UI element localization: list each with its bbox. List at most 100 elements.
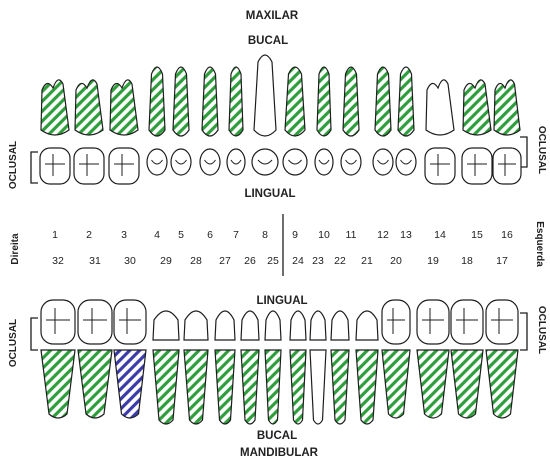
lower-tooth-number: 31	[89, 255, 101, 267]
lower-tooth-number: 19	[427, 255, 439, 267]
lower-tooth-27-bucal	[215, 350, 235, 424]
upper-lingual-label: LINGUAL	[244, 188, 295, 200]
upper-tooth-6[interactable]	[200, 67, 220, 175]
upper-tooth-number: 11	[346, 229, 357, 241]
upper-tooth-9-occlusal	[283, 149, 307, 175]
upper-tooth-number: 5	[178, 229, 184, 241]
lower-tooth-number: 21	[361, 255, 373, 267]
upper-tooth-5-bucal	[173, 67, 189, 136]
lower-tooth-21[interactable]	[356, 311, 378, 424]
lower-tooth-31-occlusal	[78, 300, 112, 344]
lower-tooth-18[interactable]	[451, 300, 483, 418]
lower-tooth-28-bucal	[184, 350, 208, 424]
upper-tooth-3[interactable]	[109, 80, 139, 184]
lower-tooth-25[interactable]	[265, 311, 281, 424]
upper-tooth-4[interactable]	[147, 67, 167, 175]
lower-tooth-22-bucal	[331, 350, 349, 424]
lower-tooth-30-bucal	[114, 350, 146, 418]
upper-tooth-2[interactable]	[74, 80, 104, 184]
upper-tooth-16[interactable]	[493, 80, 521, 184]
upper-tooth-4-occlusal	[147, 149, 167, 175]
lower-tooth-23[interactable]	[310, 311, 326, 424]
lower-tooth-22[interactable]	[331, 311, 349, 424]
lower-tooth-32[interactable]	[41, 300, 75, 418]
upper-tooth-number: 3	[121, 229, 127, 241]
upper-tooth-14-occlusal	[425, 148, 455, 184]
oclusal-label-upper-left: OCLUSAL	[8, 141, 19, 189]
lower-tooth-25-bucal	[265, 350, 281, 424]
lower-lingual-label: LINGUAL	[256, 295, 307, 307]
lower-tooth-number: 17	[496, 255, 508, 267]
lower-tooth-23-bucal	[310, 350, 326, 424]
upper-tooth-1-occlusal	[40, 148, 70, 184]
lower-tooth-28[interactable]	[184, 311, 208, 424]
upper-tooth-10-bucal	[317, 67, 331, 136]
lower-tooth-31[interactable]	[78, 300, 112, 418]
lower-tooth-17[interactable]	[486, 300, 518, 418]
upper-bucal-label: BUCAL	[248, 35, 288, 47]
upper-tooth-6-bucal	[202, 67, 218, 136]
upper-tooth-number: 13	[400, 229, 412, 241]
upper-tooth-number: 15	[471, 229, 483, 241]
upper-tooth-10[interactable]	[315, 67, 333, 175]
upper-tooth-number: 9	[292, 229, 298, 241]
upper-tooth-6-occlusal	[200, 149, 220, 175]
upper-tooth-11-bucal	[343, 67, 359, 136]
upper-tooth-9-bucal	[285, 67, 305, 136]
lower-tooth-24[interactable]	[290, 311, 306, 424]
upper-tooth-7[interactable]	[227, 67, 245, 175]
upper-tooth-number: 7	[233, 229, 239, 241]
lower-tooth-number: 22	[334, 255, 346, 267]
upper-tooth-5[interactable]	[171, 67, 191, 175]
lower-tooth-21-bucal	[356, 350, 378, 424]
esquerda-label: Esquerda	[534, 221, 545, 267]
upper-tooth-15[interactable]	[462, 80, 492, 184]
upper-tooth-number: 10	[318, 229, 330, 241]
lower-tooth-19-bucal	[417, 350, 449, 418]
lower-tooth-20-occlusal	[382, 300, 410, 344]
oclusal-label-upper-right: OCLUSAL	[536, 126, 547, 174]
upper-tooth-12[interactable]	[373, 67, 393, 175]
upper-tooth-1-bucal	[41, 80, 69, 135]
upper-tooth-12-occlusal	[373, 149, 393, 175]
upper-tooth-number: 6	[207, 229, 213, 241]
lower-tooth-23-occlusal	[310, 311, 326, 340]
lower-tooth-29[interactable]	[153, 311, 179, 424]
upper-tooth-7-bucal	[229, 67, 243, 136]
upper-left-bracket	[31, 152, 38, 183]
lower-tooth-20[interactable]	[382, 300, 410, 418]
lower-tooth-number: 27	[219, 255, 231, 267]
lower-tooth-number: 24	[292, 255, 304, 267]
upper-tooth-5-occlusal	[171, 149, 191, 175]
upper-tooth-3-bucal	[110, 80, 138, 135]
upper-tooth-8[interactable]	[252, 55, 278, 175]
upper-tooth-1[interactable]	[40, 80, 70, 184]
lower-tooth-number: 23	[312, 255, 324, 267]
upper-arch	[40, 55, 521, 184]
upper-tooth-number: 1	[52, 229, 58, 241]
upper-tooth-11[interactable]	[341, 67, 361, 175]
upper-tooth-14[interactable]	[425, 80, 455, 184]
upper-tooth-8-occlusal	[252, 149, 278, 175]
lower-tooth-number: 18	[461, 255, 473, 267]
lower-tooth-32-bucal	[41, 350, 75, 418]
lower-tooth-27[interactable]	[215, 311, 235, 424]
upper-tooth-9[interactable]	[283, 67, 307, 175]
lower-bucal-label: BUCAL	[257, 430, 297, 442]
lower-tooth-24-occlusal	[290, 311, 306, 340]
lower-tooth-19[interactable]	[417, 300, 449, 418]
mandibular-title: MANDIBULAR	[240, 447, 319, 459]
lower-tooth-30[interactable]	[114, 300, 146, 418]
upper-tooth-2-bucal	[75, 80, 103, 135]
upper-tooth-number: 16	[501, 229, 513, 241]
oclusal-label-lower-left: OCLUSAL	[8, 319, 19, 367]
lower-tooth-26[interactable]	[241, 311, 259, 424]
upper-tooth-number: 2	[86, 229, 92, 241]
lower-tooth-24-bucal	[290, 350, 306, 424]
lower-tooth-25-occlusal	[265, 311, 281, 340]
upper-tooth-13[interactable]	[396, 67, 416, 175]
upper-tooth-2-occlusal	[74, 148, 104, 184]
lower-tooth-30-occlusal	[114, 300, 146, 344]
lower-tooth-19-occlusal	[417, 300, 449, 344]
